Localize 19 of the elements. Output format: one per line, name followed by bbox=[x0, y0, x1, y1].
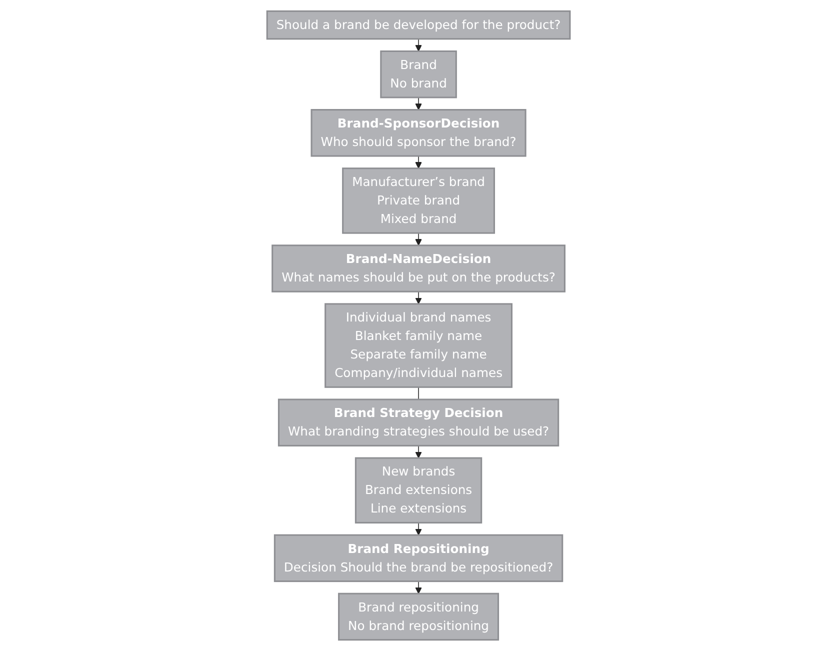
arrow bbox=[415, 38, 422, 52]
arrow bbox=[415, 156, 422, 169]
node-box: Brand-NameDecision What names should be put on the products? bbox=[272, 244, 566, 292]
node-box: Manufacturer’s brand Private brand Mixed brand bbox=[342, 168, 495, 234]
arrow bbox=[415, 232, 422, 246]
node-box: Should a brand be developed for the product? bbox=[266, 10, 571, 40]
node-box: Brand repositioning No brand repositioning bbox=[338, 592, 499, 641]
node-box: Brand-SponsorDecision Who should sponsor the brand? bbox=[310, 109, 526, 157]
node-box: New brands Brand extensions Line extensions bbox=[354, 457, 482, 524]
node-box: Individual brand names Blanket family name Separate family name Company/individual names bbox=[324, 303, 512, 388]
node-box: Brand Strategy Decision What branding strategies should be used? bbox=[278, 398, 560, 446]
arrow bbox=[415, 97, 422, 110]
arrow bbox=[415, 445, 422, 458]
arrow bbox=[415, 580, 422, 594]
node-box: Brand No brand bbox=[380, 50, 457, 98]
connector bbox=[418, 386, 419, 400]
arrow bbox=[415, 522, 422, 536]
node-box: Brand Repositioning Decision Should the brand be repositioned? bbox=[274, 534, 564, 582]
arrow bbox=[415, 291, 422, 304]
